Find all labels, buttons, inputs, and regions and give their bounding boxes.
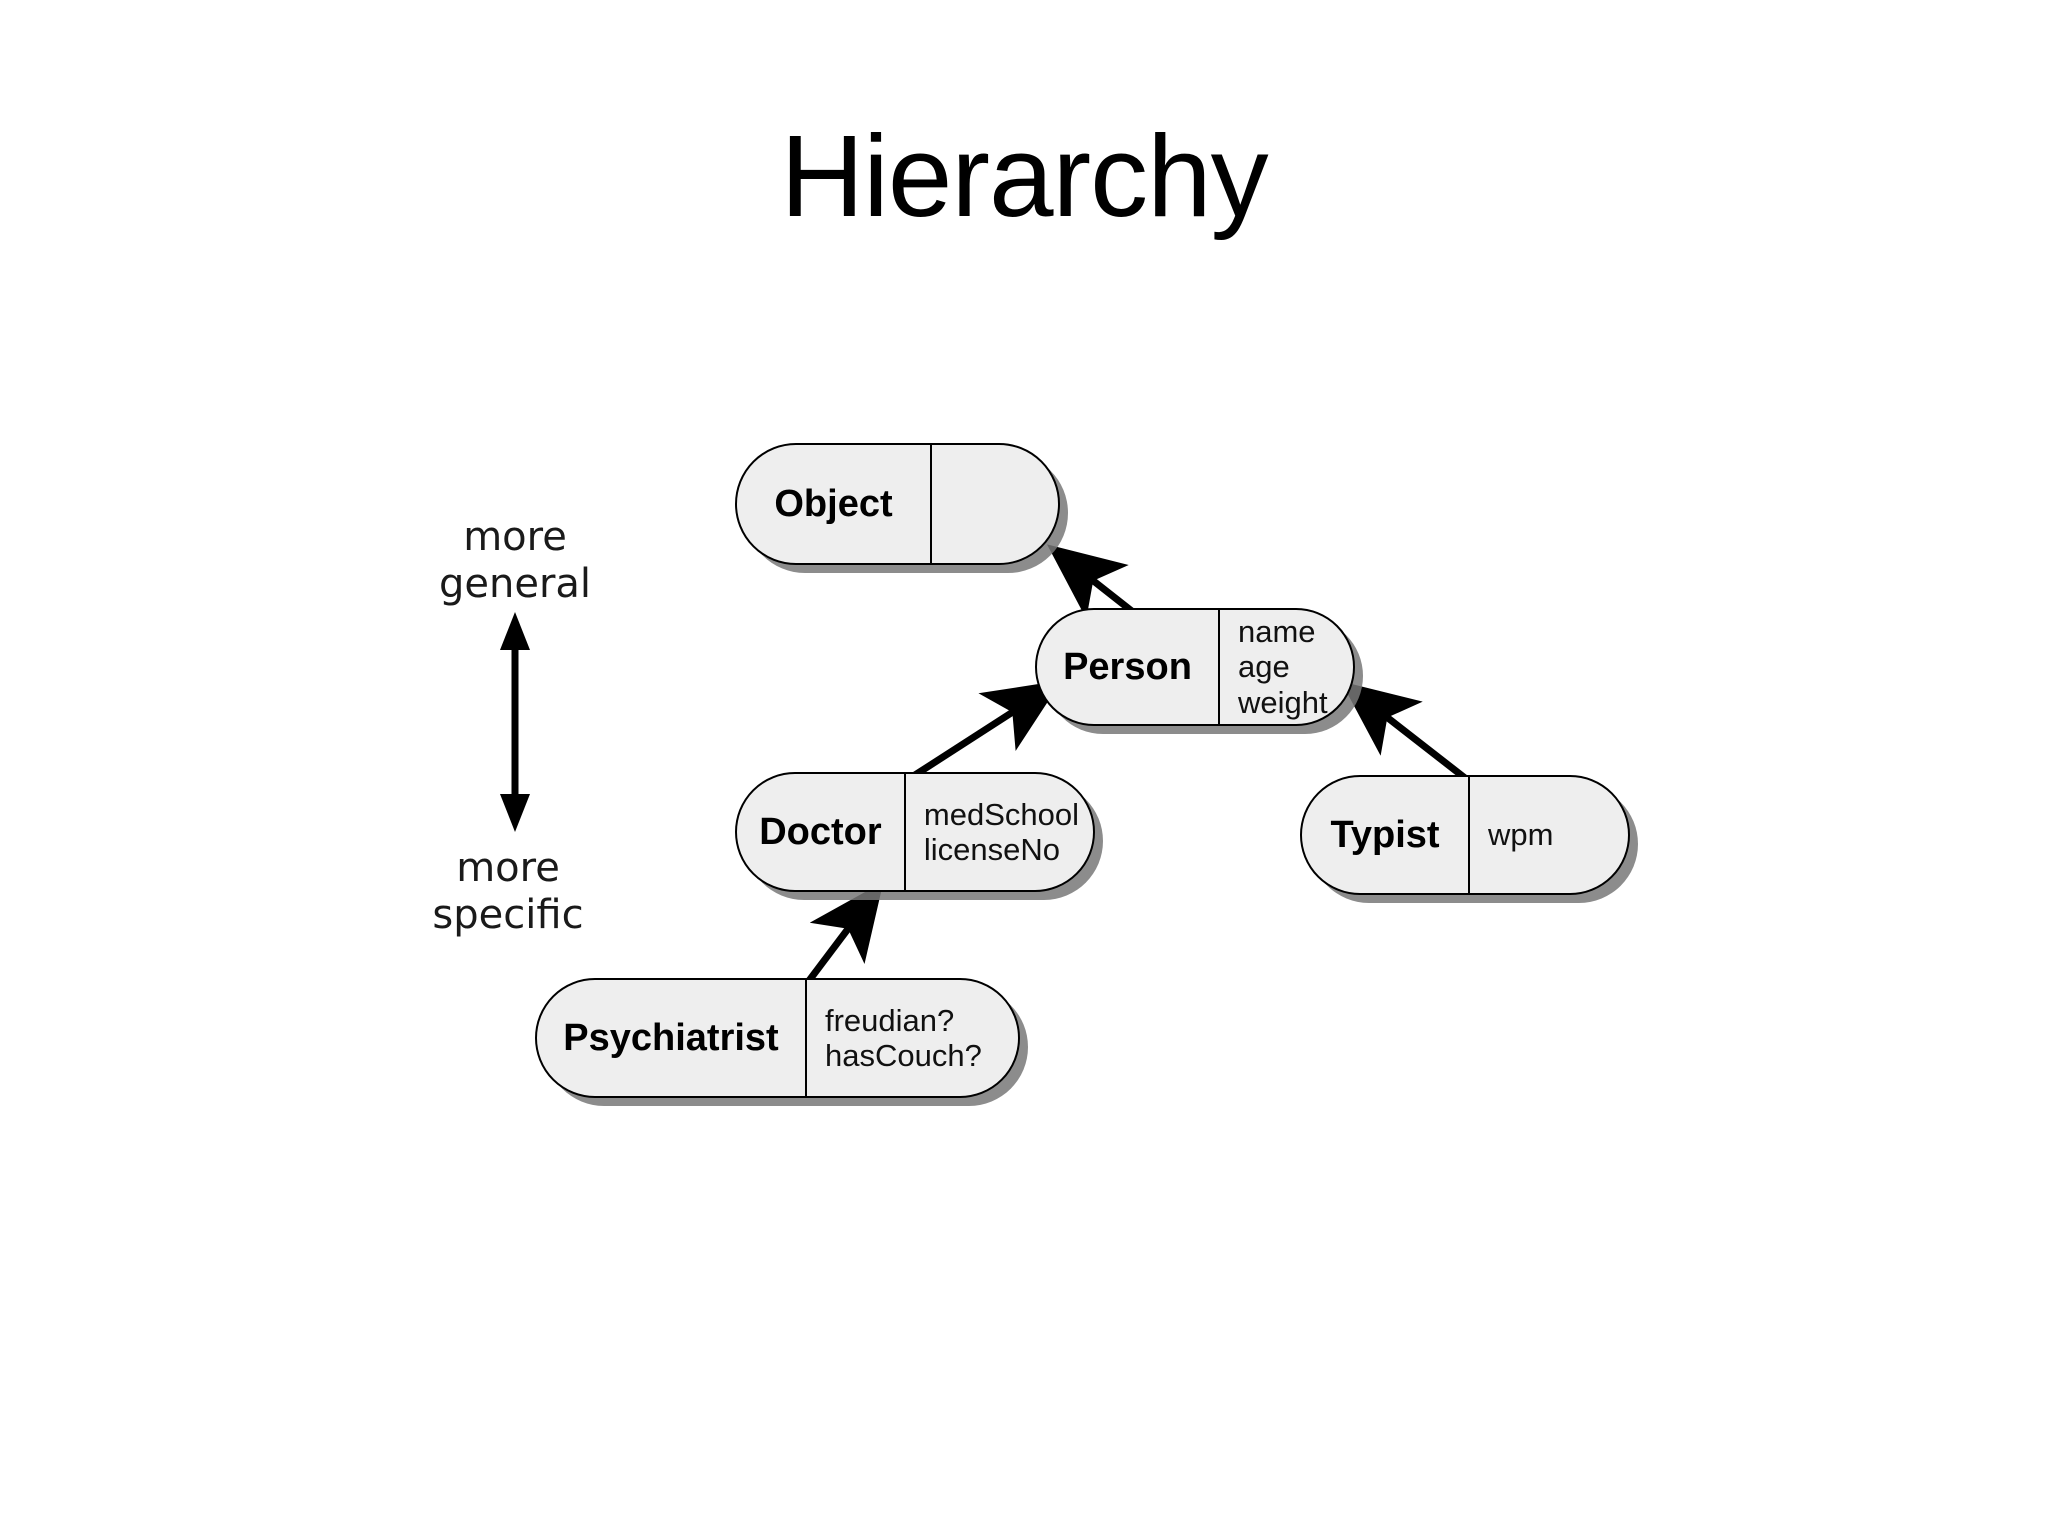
class-node-psychiatrist-attributes: freudian? hasCouch?: [807, 980, 1018, 1096]
class-node-doctor-attributes: medSchool licenseNo: [906, 774, 1093, 890]
double-headed-vertical-arrow-icon: [470, 612, 560, 832]
edge-doctor-to-person: [913, 680, 1062, 778]
class-node-psychiatrist-name: Psychiatrist: [537, 980, 807, 1096]
attribute-item: medSchool: [923, 796, 1079, 832]
class-node-doctor-name: Doctor: [737, 774, 906, 890]
class-node-person-name: Person: [1037, 610, 1220, 724]
attribute-item: freudian?: [825, 1002, 955, 1038]
attribute-item: licenseNo: [923, 832, 1061, 867]
class-node-doctor[interactable]: Doctor medSchool licenseNo: [735, 772, 1095, 892]
class-node-person-attributes: name age weight: [1220, 610, 1353, 724]
axis-label-more-specific: more specific: [432, 845, 584, 939]
attribute-item: age: [1238, 649, 1290, 685]
class-node-object-name: Object: [737, 445, 932, 563]
edge-psychiatrist-to-doctor: [805, 881, 884, 985]
class-node-typist-name: Typist: [1302, 777, 1470, 893]
attribute-item: wpm: [1488, 817, 1554, 853]
axis-label-more-general: more general: [438, 514, 592, 608]
attribute-item: name: [1238, 614, 1316, 649]
edge-person-to-object: [1046, 544, 1136, 619]
class-node-typist-attributes: wpm: [1470, 777, 1628, 893]
class-node-object[interactable]: Object: [735, 443, 1060, 565]
edge-typist-to-person: [1340, 681, 1468, 781]
attribute-item: hasCouch?: [825, 1038, 982, 1073]
class-node-typist[interactable]: Typist wpm: [1300, 775, 1630, 895]
attribute-item: weight: [1238, 684, 1328, 720]
class-node-person[interactable]: Person name age weight: [1035, 608, 1355, 726]
class-node-object-attributes: [932, 445, 1058, 563]
class-node-psychiatrist[interactable]: Psychiatrist freudian? hasCouch?: [535, 978, 1020, 1098]
page-title: Hierarchy: [780, 111, 1268, 241]
